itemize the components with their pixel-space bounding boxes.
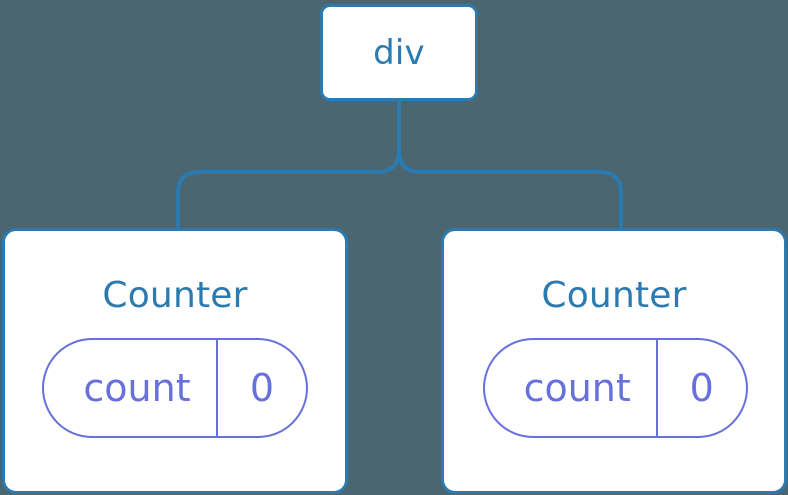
state-key-counter-1: count <box>83 366 191 410</box>
node-counter-2-label: Counter <box>541 275 687 316</box>
node-counter-1-label: Counter <box>102 275 248 316</box>
node-div-label: div <box>373 32 425 73</box>
state-pill-counter-1[interactable]: count 0 <box>42 338 308 438</box>
state-pill-counter-2[interactable]: count 0 <box>482 338 748 438</box>
node-div[interactable]: div <box>320 4 478 101</box>
node-counter-2[interactable]: Counter count 0 <box>441 228 787 494</box>
node-counter-1[interactable]: Counter count 0 <box>2 228 348 494</box>
state-key-counter-2: count <box>523 366 631 410</box>
state-value-counter-1: 0 <box>216 340 306 436</box>
state-value-counter-2: 0 <box>655 340 746 436</box>
connector-left-branch <box>176 101 401 230</box>
connector-right-branch <box>397 101 623 230</box>
